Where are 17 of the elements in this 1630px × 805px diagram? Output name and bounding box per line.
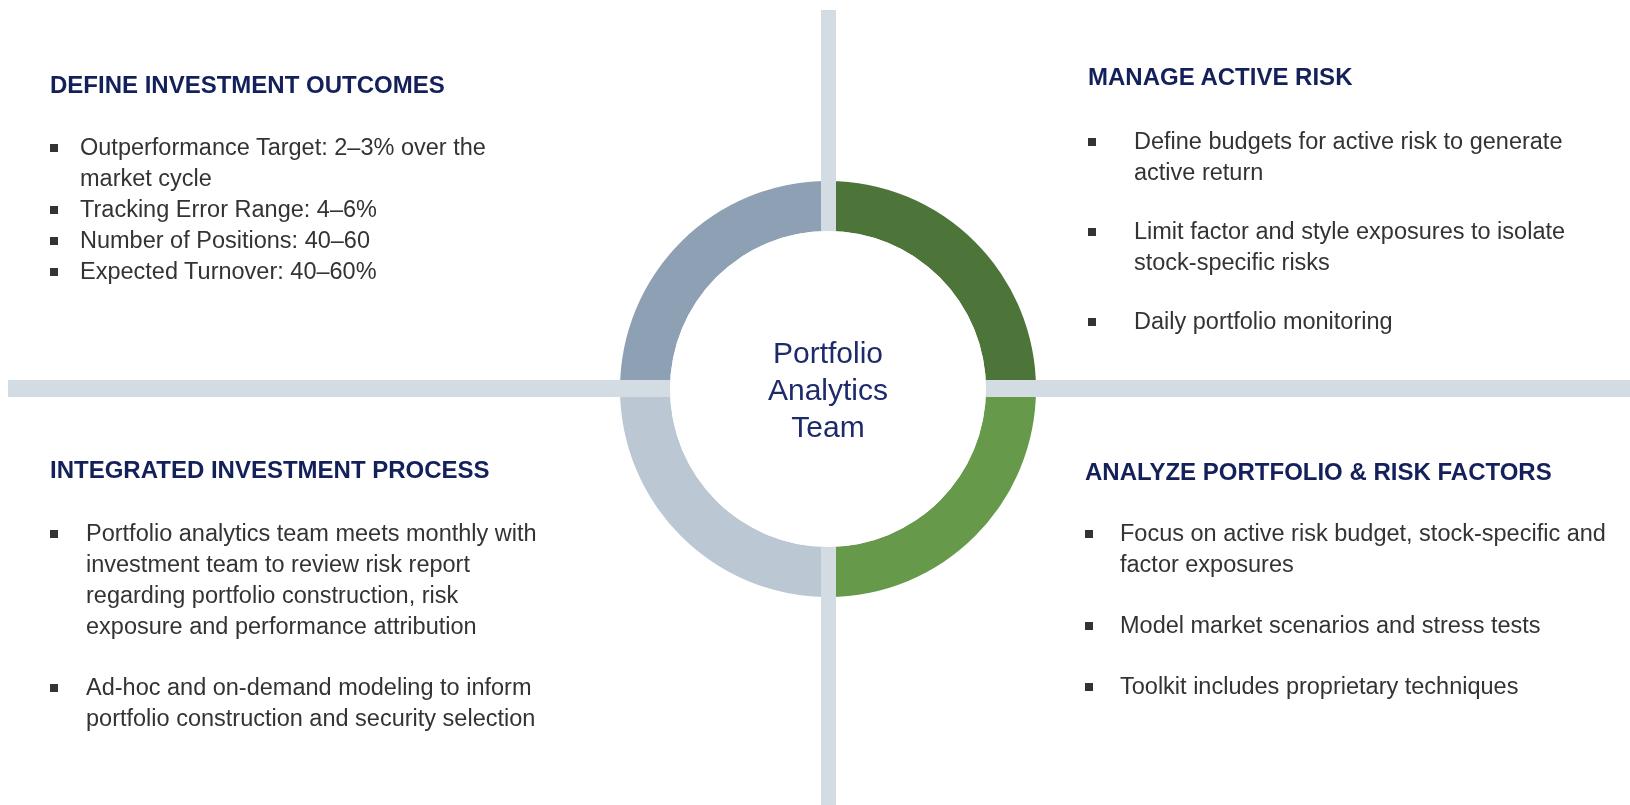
bullet-text: Focus on active risk budget, stock-specific and factor exposures (1120, 520, 1606, 577)
bullet-text: Model market scenarios and stress tests (1120, 612, 1541, 638)
bullet-text: Ad-hoc and on-demand modeling to inform portfolio construction and security selection (86, 674, 536, 731)
section-heading: DEFINE INVESTMENT OUTCOMES (50, 70, 446, 100)
bullet-text: Daily portfolio monitoring (1134, 308, 1393, 334)
bullet-text: Number of Positions: 40–60 (80, 227, 370, 253)
center-label: Portfolio Analytics Team (766, 334, 889, 445)
section-heading: ANALYZE PORTFOLIO & RISK FACTORS (1085, 457, 1553, 487)
bullet-text: Tracking Error Range: 4–6% (80, 196, 377, 222)
bullet-text: Define budgets for active risk to generate active return (1134, 128, 1563, 185)
section-heading: INTEGRATED INVESTMENT PROCESS (50, 455, 491, 485)
bullet-text: Limit factor and style exposures to isolate stock-specific risks (1134, 218, 1566, 275)
bullet-text: Toolkit includes proprietary techniques (1120, 673, 1519, 699)
bullet-text: Outperformance Target: 2–3% over the market cycle (80, 134, 486, 191)
bullet-text: Portfolio analytics team meets monthly with investment team to review risk report regarding portfolio construction, risk exposure and performance attribution (86, 520, 537, 639)
bullet-text: Expected Turnover: 40–60% (80, 258, 377, 284)
section-heading: MANAGE ACTIVE RISK (1088, 62, 1354, 92)
